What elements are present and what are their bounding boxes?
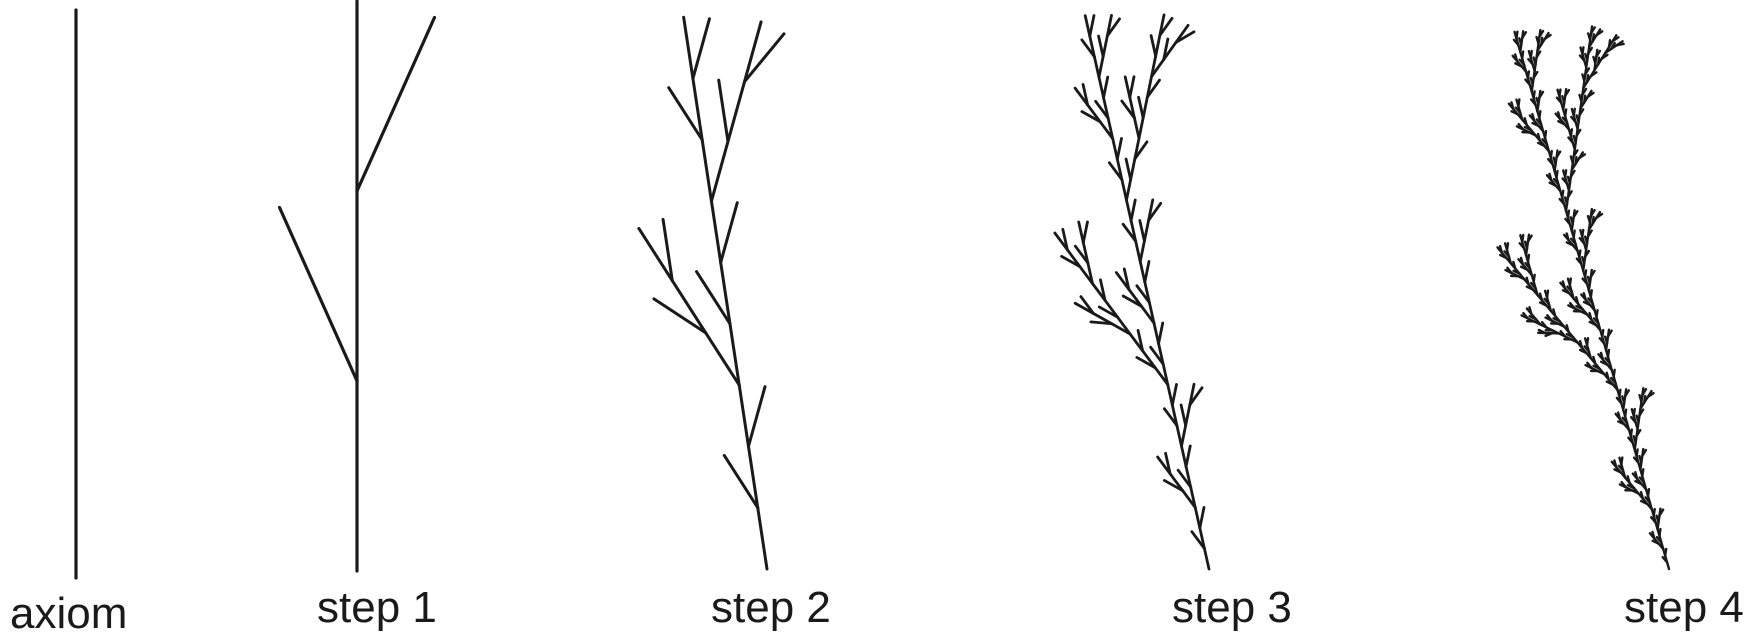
branch-segment xyxy=(1125,77,1130,97)
step-3-tree xyxy=(1010,0,1309,586)
branch-segment xyxy=(1181,446,1186,466)
axiom-label: axiom xyxy=(10,592,127,636)
branch-segment xyxy=(1168,385,1173,405)
branch-segment xyxy=(1079,222,1084,242)
branch-segment xyxy=(357,18,434,191)
branch-segment xyxy=(1195,508,1200,528)
branch-segment xyxy=(672,277,705,337)
step-1-tree xyxy=(280,1,435,571)
branch-segment xyxy=(1126,200,1131,220)
branch-segment xyxy=(654,292,706,340)
step-4-label: step 4 xyxy=(1624,586,1744,630)
branch-segment xyxy=(758,508,767,569)
step-2-label: step 2 xyxy=(711,586,831,630)
branch-segment xyxy=(1099,77,1104,97)
branch-segment xyxy=(739,385,748,446)
branch-segment xyxy=(1118,315,1131,336)
branch-segment xyxy=(1094,57,1099,77)
branch-segment xyxy=(1154,323,1159,343)
branch-segment xyxy=(684,17,693,78)
branch-segment xyxy=(1204,549,1209,569)
branch-segment xyxy=(280,208,357,381)
step-1-label: step 1 xyxy=(317,586,437,630)
step-2-tree xyxy=(609,3,863,581)
branch-segment xyxy=(1105,298,1118,319)
branch-segment xyxy=(719,80,728,141)
step-4-tree xyxy=(1442,4,1762,590)
branch-segment xyxy=(702,140,711,201)
branch-segment xyxy=(1085,16,1090,36)
branch-segment xyxy=(1136,241,1141,261)
branch-segment xyxy=(1140,262,1145,282)
branch-segment xyxy=(1113,139,1118,159)
branch-segment xyxy=(1177,426,1182,446)
branch-segment xyxy=(711,201,720,262)
branch-segment xyxy=(1122,180,1127,200)
step-3-label: step 3 xyxy=(1172,586,1292,630)
